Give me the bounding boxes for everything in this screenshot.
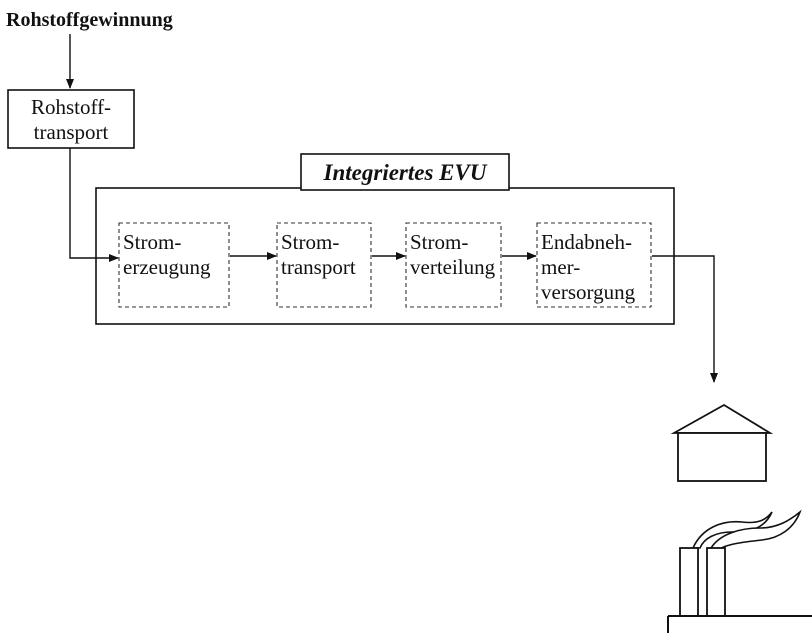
raw-transport-box: Rohstoff- transport: [7, 89, 135, 149]
stage-distribution-line1: Strom-: [410, 230, 468, 254]
stage-generation-line1: Strom-: [123, 230, 181, 254]
factory-icon: [667, 509, 812, 633]
raw-transport-line1: Rohstoff-: [31, 95, 111, 119]
evu-title: Integriertes EVU: [323, 160, 488, 185]
house-icon: [670, 403, 774, 482]
stage-generation: Strom- erzeugung: [118, 222, 230, 308]
stage-supply-line1: Endabneh-: [541, 230, 632, 254]
source-label: Rohstoffgewinnung: [6, 9, 173, 31]
stage-supply: Endabneh- mer- versorgung: [536, 222, 652, 308]
stage-transmission: Strom- transport: [276, 222, 372, 308]
stage-transmission-line1: Strom-: [281, 230, 339, 254]
stage-transmission-line2: transport: [281, 255, 356, 279]
stage-supply-line2: mer-: [541, 255, 580, 279]
stage-supply-line3: versorgung: [541, 280, 636, 304]
stage-generation-line2: erzeugung: [123, 255, 211, 279]
arrow-transport-to-generation: [69, 148, 119, 262]
raw-transport-line2: transport: [34, 120, 109, 144]
arrow-supply-to-consumers: [652, 255, 718, 383]
stage-distribution: Strom- verteilung: [405, 222, 502, 308]
stage-distribution-line2: verteilung: [410, 255, 496, 279]
